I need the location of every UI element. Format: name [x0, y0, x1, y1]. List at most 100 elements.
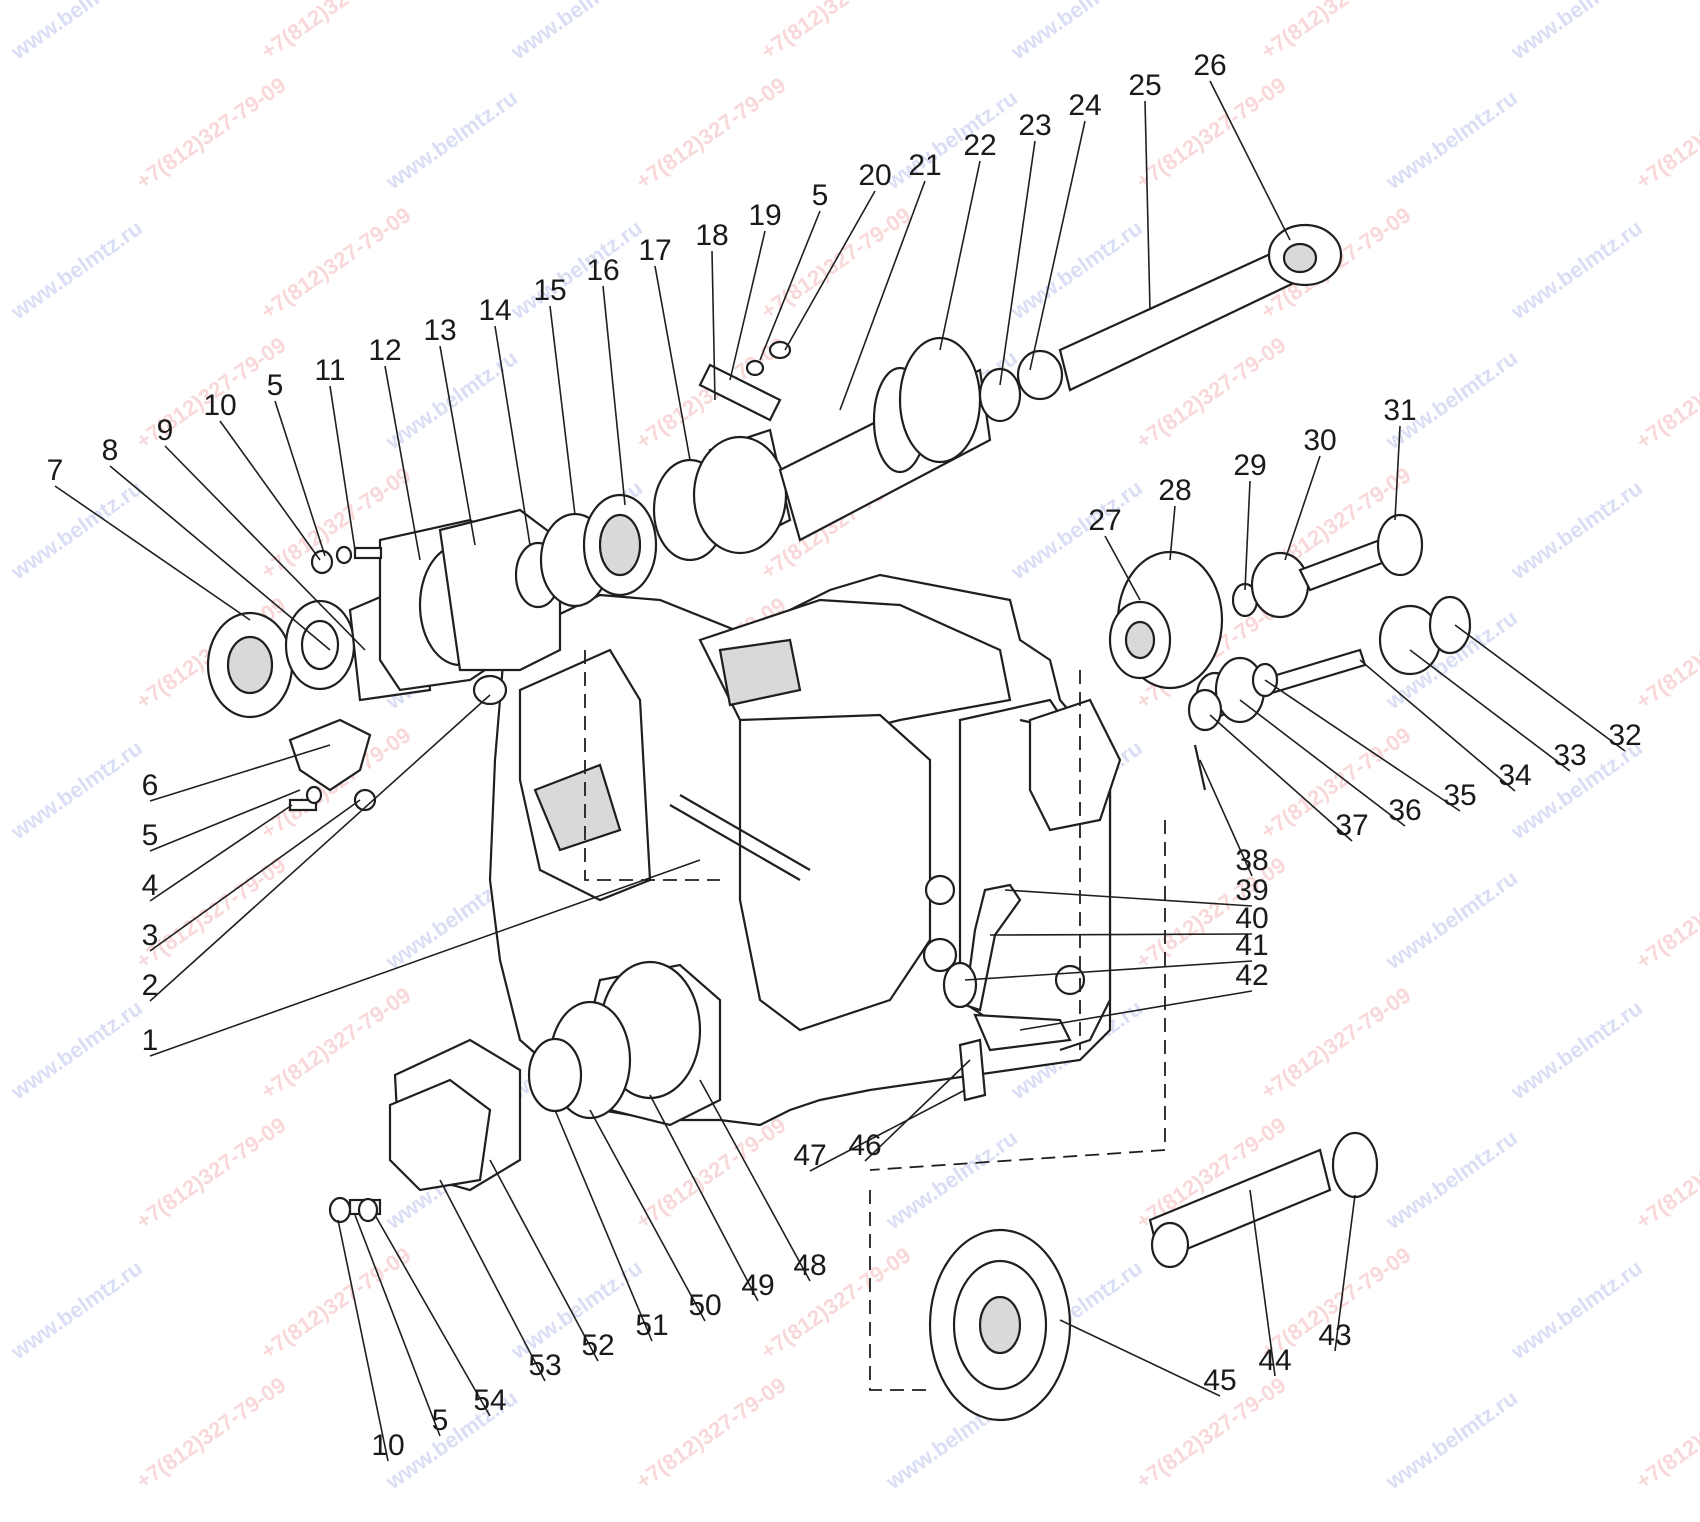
leader-line-10	[337, 1219, 389, 1462]
leader-line-44	[1249, 1189, 1276, 1377]
part-label-45: 45	[1203, 1364, 1236, 1397]
part-label-5: 5	[812, 179, 829, 212]
leader-line-49	[649, 1094, 759, 1302]
watermark-text: +7(812)327-79-09	[256, 1242, 415, 1364]
part-label-10: 10	[371, 1429, 404, 1462]
leader-line-31	[1394, 425, 1401, 521]
leader-line-14	[494, 325, 531, 546]
leader-line-42	[1019, 990, 1253, 1031]
leader-line-5	[274, 400, 326, 557]
leader-line-37	[1209, 714, 1353, 842]
watermark-text: +7(812)327-79-09	[1256, 982, 1415, 1104]
leader-line-23	[999, 140, 1036, 386]
part-label-5: 5	[267, 369, 284, 402]
part-label-50: 50	[688, 1289, 721, 1322]
leader-line-32	[1454, 624, 1626, 752]
watermark-text: +7(812)327-79-09	[631, 1112, 790, 1234]
part-label-8: 8	[102, 434, 119, 467]
leader-line-45	[1059, 1319, 1221, 1397]
watermark-text: www.belmtz.ru	[5, 475, 147, 585]
leader-line-9	[164, 445, 366, 651]
part-label-51: 51	[635, 1309, 668, 1342]
leader-line-5	[354, 1214, 441, 1437]
part-label-40: 40	[1235, 902, 1268, 935]
part-label-52: 52	[581, 1329, 614, 1362]
part-label-35: 35	[1443, 779, 1476, 812]
part-label-4: 4	[142, 869, 159, 902]
leader-line-38	[1199, 759, 1253, 877]
part-label-48: 48	[793, 1249, 826, 1282]
watermark-text: www.belmtz.ru	[505, 1255, 647, 1365]
watermark-text: www.belmtz.ru	[1380, 1385, 1522, 1495]
part-label-29: 29	[1233, 449, 1266, 482]
leader-line-6	[149, 744, 331, 802]
part-label-38: 38	[1235, 844, 1268, 877]
part-label-34: 34	[1498, 759, 1531, 792]
leader-line-50	[589, 1109, 706, 1322]
part-label-1: 1	[142, 1024, 159, 1057]
output-flange-assembly	[328, 960, 722, 1224]
leader-line-18	[711, 250, 716, 401]
leader-line-8	[109, 465, 331, 651]
watermark-text: www.belmtz.ru	[1380, 865, 1522, 975]
leader-line-19	[729, 230, 766, 381]
part-label-18: 18	[695, 219, 728, 252]
part-label-31: 31	[1383, 394, 1416, 427]
part-label-21: 21	[908, 149, 941, 182]
leader-line-16	[602, 285, 626, 506]
leader-line-35	[1264, 679, 1461, 812]
watermark-text: +7(812)327-79-09	[131, 72, 290, 194]
part-label-14: 14	[478, 294, 511, 327]
part-label-9: 9	[157, 414, 174, 447]
part-label-33: 33	[1553, 739, 1586, 772]
watermark-text: +7(812)327-79-09	[1631, 72, 1700, 194]
leader-line-5	[149, 789, 301, 852]
leader-line-29	[1244, 480, 1251, 591]
watermark-text: +7(812)327-79-09	[131, 1372, 290, 1494]
leader-line-51	[554, 1109, 653, 1342]
watermark-text: www.belmtz.ru	[505, 0, 647, 65]
watermark-text: +7(812)327-79-09	[1631, 852, 1700, 974]
part-label-10: 10	[203, 389, 236, 422]
watermark-text: +7(812)327-79-09	[1631, 332, 1700, 454]
part-label-36: 36	[1388, 794, 1421, 827]
leader-line-5	[759, 210, 821, 361]
part-label-11: 11	[314, 354, 345, 387]
watermark-text: www.belmtz.ru	[1505, 215, 1647, 325]
part-label-43: 43	[1318, 1319, 1351, 1352]
leader-line-40	[989, 933, 1253, 936]
leader-line-46	[864, 1059, 971, 1162]
part-label-25: 25	[1128, 69, 1161, 102]
leader-line-20	[784, 190, 876, 351]
leader-line-47	[809, 1089, 966, 1172]
part-label-39: 39	[1235, 874, 1268, 907]
part-label-15: 15	[533, 274, 566, 307]
watermark-text: www.belmtz.ru	[1505, 1255, 1647, 1365]
watermark-text: +7(812)327-79-09	[1631, 592, 1700, 714]
part-label-28: 28	[1158, 474, 1191, 507]
input-shaft-assembly	[206, 223, 1343, 719]
leader-line-27	[1104, 535, 1141, 601]
driven-gear-and-shaft	[928, 1131, 1379, 1422]
watermark-text: +7(812)327-79-09	[756, 0, 915, 64]
part-label-24: 24	[1068, 89, 1101, 122]
part-label-12: 12	[368, 334, 401, 367]
leader-line-54	[374, 1214, 491, 1417]
leader-line-4	[149, 804, 293, 902]
watermark-text: www.belmtz.ru	[1380, 1125, 1522, 1235]
fasteners-left	[288, 340, 792, 812]
watermark-text: +7(812)327-79-09	[631, 1372, 790, 1494]
watermark-text: +7(812)327-79-09	[256, 982, 415, 1104]
leader-line-15	[549, 305, 576, 516]
watermark-text: www.belmtz.ru	[1505, 475, 1647, 585]
part-label-17: 17	[638, 234, 671, 267]
leader-line-11	[329, 385, 356, 551]
leader-line-17	[654, 265, 691, 461]
watermark-text: +7(812)327-79-09	[1256, 0, 1415, 64]
part-number-labels: 2625242322212051918171615141312115109876…	[47, 49, 1642, 1462]
leader-lines	[54, 80, 1626, 1462]
leader-line-39	[1004, 889, 1253, 907]
leader-line-24	[1029, 120, 1086, 371]
watermark-text: www.belmtz.ru	[1005, 475, 1147, 585]
